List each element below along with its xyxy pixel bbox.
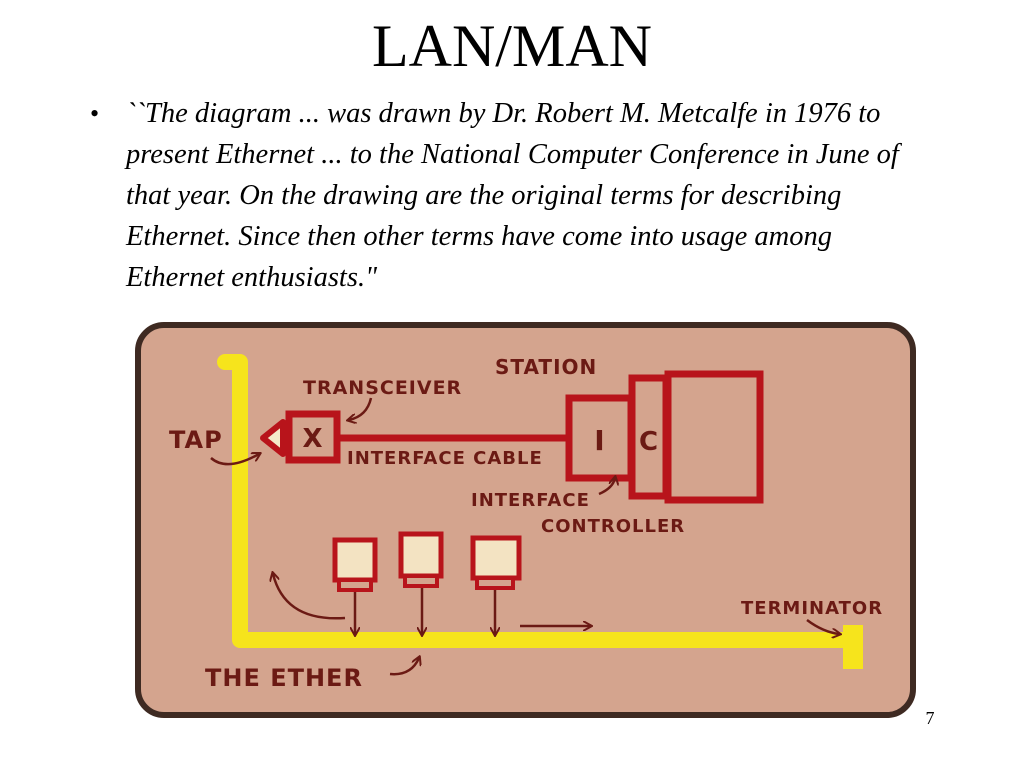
controller-box-label: C xyxy=(639,427,659,457)
station-label: STATION xyxy=(495,355,597,379)
terminator-end xyxy=(843,625,863,669)
terminal-3 xyxy=(470,535,522,590)
terminator-arrow xyxy=(806,618,839,634)
interface-controller-label-line1: INTERFACE xyxy=(471,490,590,511)
tap-label-arrow xyxy=(210,454,259,466)
ether-label-arrow xyxy=(389,658,419,676)
tap-connector xyxy=(260,419,286,457)
bullet-marker: • xyxy=(90,99,100,128)
transceiver-label: TRANSCEIVER xyxy=(303,377,462,399)
interface-controller-arrow xyxy=(598,478,615,496)
bullet-text: ``The diagram ... was drawn by Dr. Rober… xyxy=(126,98,899,293)
transceiver-box xyxy=(285,410,341,464)
ethernet-diagram: X I C xyxy=(135,322,916,718)
slide-title: LAN/MAN xyxy=(372,13,652,79)
bullet-item: • ``The diagram ... was drawn by Dr. Rob… xyxy=(90,93,930,298)
curve-arrow xyxy=(273,574,346,620)
page-number: 7 xyxy=(925,708,935,728)
terminal-2 xyxy=(398,531,444,588)
transceiver-label-arrow xyxy=(349,397,373,420)
terminator-label: TERMINATOR xyxy=(741,598,883,619)
interface-box-label: I xyxy=(594,424,605,457)
interface-controller-label-line2: CONTROLLER xyxy=(541,516,685,537)
diagram-frame xyxy=(135,322,916,718)
ether-label: THE ETHER xyxy=(205,664,363,692)
transceiver-box-label: X xyxy=(302,424,323,454)
ether-cable xyxy=(217,354,853,648)
ethernet-diagram-svg: X I C xyxy=(135,322,916,718)
station-computer-box xyxy=(664,370,764,504)
tap-label: TAP xyxy=(169,426,223,454)
terminal-1 xyxy=(332,537,378,592)
interface-cable-label: INTERFACE CABLE xyxy=(347,448,543,469)
